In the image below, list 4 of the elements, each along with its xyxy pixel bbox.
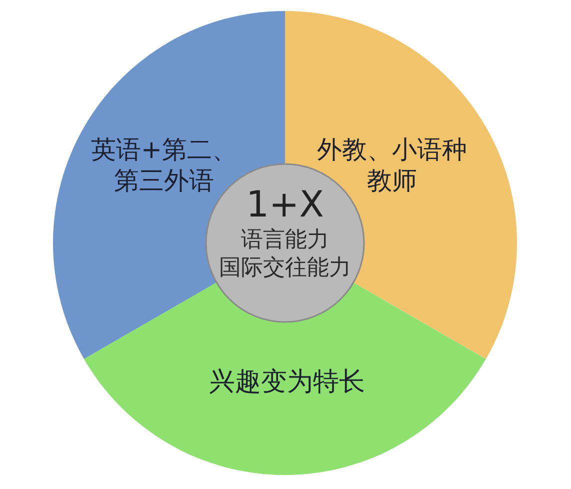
segment-label: 兴趣变为特长 — [208, 366, 366, 398]
center-label: 国际交往能力 — [219, 254, 351, 282]
segment-label: 英语+第二、第三外语 — [90, 134, 238, 196]
center-label: 语言能力 — [241, 226, 329, 254]
